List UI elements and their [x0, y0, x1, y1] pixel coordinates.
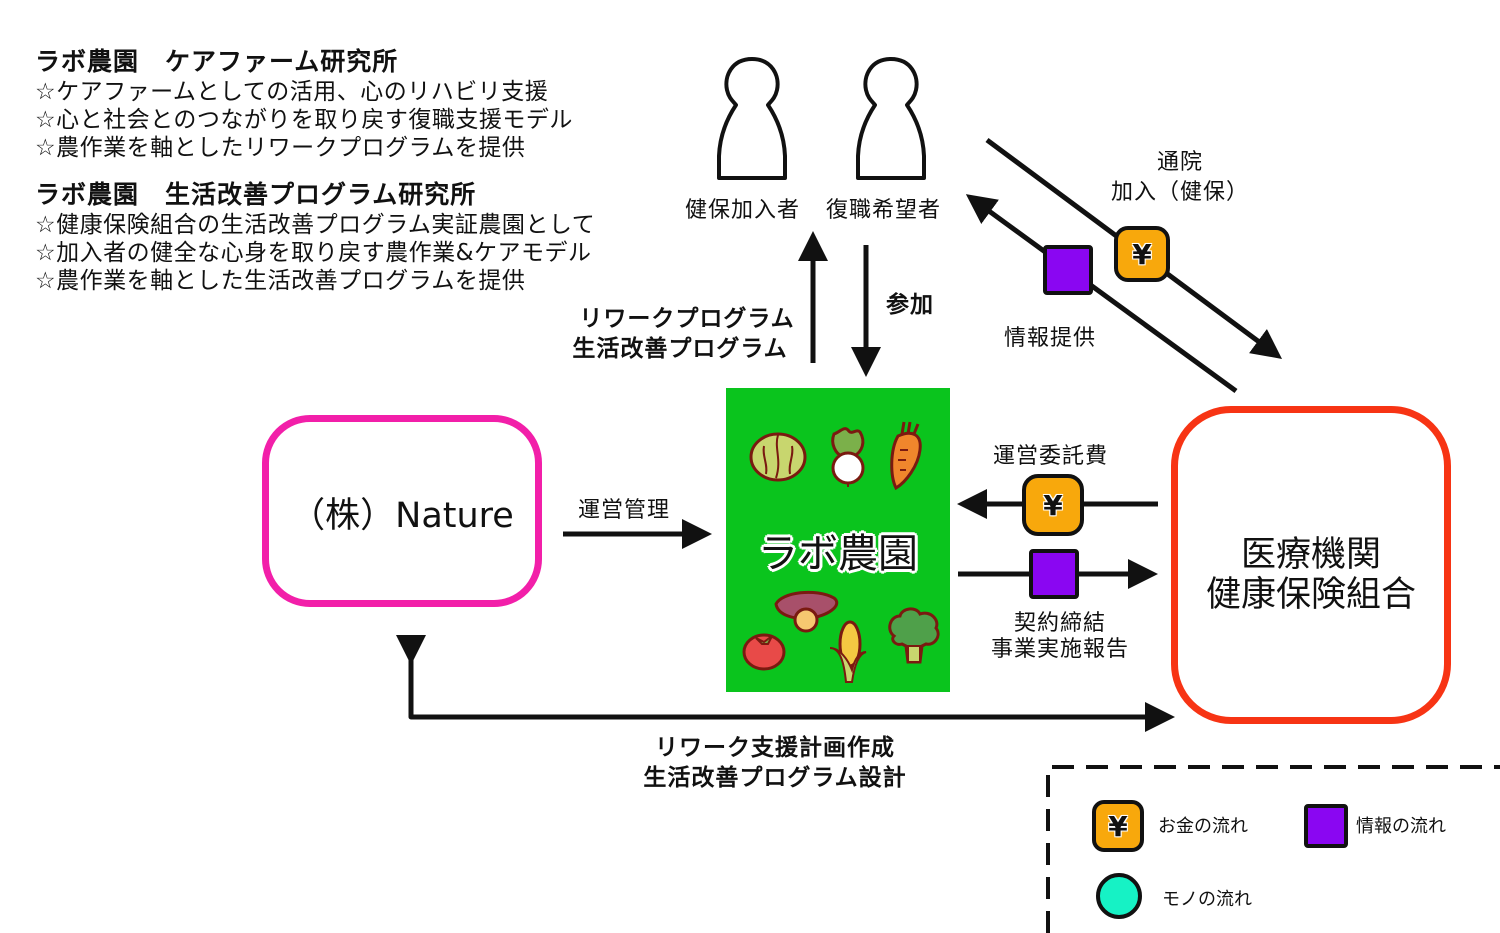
- person-label-return-to-work: 復職希望者: [826, 198, 942, 223]
- label-program: リワークプログラム 生活改善プログラム: [560, 304, 800, 364]
- bullet: ☆加入者の健全な心身を取り戻す農作業&ケアモデル: [35, 240, 592, 266]
- legend-money-icon: ¥: [1092, 800, 1144, 852]
- legend-border: [1046, 765, 1500, 933]
- label-contract: 契約締結 事業実施報告: [980, 611, 1140, 663]
- person-icon: [856, 57, 926, 180]
- cabbage-icon: [749, 432, 807, 482]
- legend-goods-label: モノの流れ: [1162, 889, 1252, 910]
- legend-money-label: お金の流れ: [1158, 816, 1248, 837]
- label-visit-line2: 加入（健保）: [1110, 180, 1249, 205]
- label-participate: 参加: [886, 292, 934, 318]
- label-program-line1: リワークプログラム: [579, 306, 795, 332]
- broccoli-icon: [888, 607, 940, 664]
- heading-care-farm: ラボ農園 ケアファーム研究所: [35, 47, 399, 76]
- bullet: ☆心と社会とのつながりを取り戻す復職支援モデル: [35, 107, 573, 133]
- label-info-provide: 情報提供: [1004, 326, 1097, 351]
- carrot-icon: [890, 421, 922, 491]
- info-flow-icon: [1043, 245, 1093, 295]
- node-medical-line1: 医療機関: [1240, 535, 1381, 575]
- label-visit-line1: 通院: [1156, 150, 1203, 175]
- person-icon: [717, 57, 787, 180]
- info-flow-icon: [1029, 549, 1079, 599]
- node-nature: （株）Nature: [262, 415, 542, 607]
- node-medical-label: 医療機関 健康保険組合: [1178, 535, 1444, 615]
- sweet-potato-icon: [774, 590, 839, 633]
- label-bottom-plan: リワーク支援計画作成 生活改善プログラム設計: [600, 733, 950, 793]
- label-management: 運営管理: [578, 498, 671, 523]
- label-bottom-line1: リワーク支援計画作成: [655, 735, 895, 761]
- tomato-icon: [742, 633, 786, 671]
- heading-lifestyle: ラボ農園 生活改善プログラム研究所: [35, 180, 477, 209]
- yen-icon: ¥: [1108, 809, 1128, 843]
- money-flow-icon: ¥: [1022, 474, 1084, 536]
- bullet: ☆ケアファームとしての活用、心のリハビリ支援: [35, 79, 549, 105]
- corn-icon: [829, 620, 867, 683]
- node-medical: 医療機関 健康保険組合: [1171, 406, 1451, 724]
- person-label-insured: 健保加入者: [685, 198, 801, 223]
- description-lifestyle: ラボ農園 生活改善プログラム研究所 ☆健康保険組合の生活改善プログラム実証農園と…: [35, 175, 595, 295]
- label-commission-fee: 運営委託費: [993, 444, 1109, 469]
- node-farm-label: ラボ農園: [758, 531, 918, 577]
- money-flow-icon: ¥: [1114, 226, 1170, 282]
- arrow-info-provide: [965, 194, 1238, 394]
- node-medical-line2: 健康保険組合: [1205, 575, 1416, 615]
- yen-icon: ¥: [1132, 237, 1152, 271]
- arrow-bottom-plan: [396, 635, 1175, 732]
- legend: ¥ お金の流れ 情報の流れ モノの流れ: [1048, 767, 1500, 933]
- description-care-farm: ラボ農園 ケアファーム研究所 ☆ケアファームとしての活用、心のリハビリ支援 ☆心…: [35, 42, 573, 162]
- label-program-line2: 生活改善プログラム: [572, 336, 788, 362]
- node-farm: ラボ農園: [726, 388, 950, 692]
- legend-info-icon: [1304, 804, 1348, 848]
- legend-info-label: 情報の流れ: [1356, 816, 1446, 837]
- node-nature-label: （株）Nature: [290, 496, 514, 536]
- bullet: ☆農作業を軸とした生活改善プログラムを提供: [35, 268, 526, 294]
- label-contract-line1: 契約締結: [1013, 611, 1106, 636]
- bullet: ☆農作業を軸としたリワークプログラムを提供: [35, 135, 526, 161]
- label-visit: 通院 加入（健保）: [1100, 148, 1260, 208]
- bullet: ☆健康保険組合の生活改善プログラム実証農園として: [35, 212, 596, 238]
- turnip-icon: [831, 427, 865, 487]
- label-contract-line2: 事業実施報告: [990, 637, 1129, 662]
- label-bottom-line2: 生活改善プログラム設計: [643, 765, 907, 791]
- yen-icon: ¥: [1043, 488, 1063, 522]
- legend-goods-icon: [1096, 873, 1142, 919]
